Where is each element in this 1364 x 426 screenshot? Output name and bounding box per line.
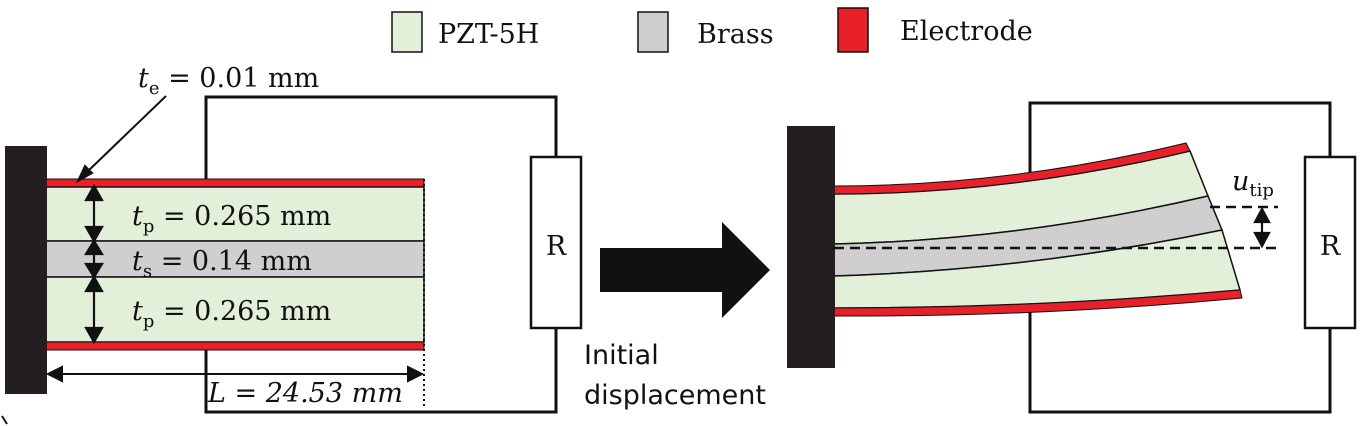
utip-arrow bbox=[1253, 206, 1271, 249]
length-label: L = 24.53 mm bbox=[207, 378, 403, 409]
right-resistor bbox=[1303, 155, 1357, 330]
ts-arrow bbox=[84, 238, 104, 280]
big-arrow-icon bbox=[600, 222, 770, 318]
legend-swatch-pzt bbox=[391, 11, 423, 53]
undeformed-beam: R tp = 0.265 mm bbox=[1, 63, 583, 425]
utip-label: utip bbox=[1232, 166, 1274, 201]
tp-bottom-arrow bbox=[84, 274, 104, 345]
left-clamp bbox=[5, 146, 47, 394]
arrow-label-line1: Initial bbox=[584, 340, 659, 371]
tp-top-label: tp = 0.265 mm bbox=[132, 201, 331, 237]
right-bottom-electrode bbox=[833, 289, 1243, 317]
deformed-beam: R utip bbox=[787, 101, 1357, 414]
left-top-electrode bbox=[45, 178, 425, 188]
legend-swatch-brass bbox=[637, 11, 669, 53]
right-clamp bbox=[787, 126, 835, 368]
right-top-electrode bbox=[833, 142, 1191, 195]
legend: PZT-5H Brass Electrode bbox=[391, 7, 1033, 53]
arrow-label-line2: displacement bbox=[584, 380, 766, 411]
right-circuit-wire-top bbox=[1028, 101, 1332, 183]
te-label: te = 0.01 mm bbox=[138, 63, 319, 99]
legend-label-electrode: Electrode bbox=[900, 16, 1033, 47]
left-resistor bbox=[529, 155, 583, 330]
tp-bottom-label: tp = 0.265 mm bbox=[132, 296, 331, 332]
ground-tick bbox=[1, 415, 8, 425]
ts-label: ts = 0.14 mm bbox=[132, 246, 312, 282]
left-resistor-label: R bbox=[546, 231, 567, 262]
te-leader-arrow bbox=[75, 95, 167, 184]
transition-arrow: Initial displacement bbox=[584, 222, 770, 411]
legend-swatch-electrode bbox=[837, 7, 869, 53]
right-circuit-wire-bottom bbox=[1028, 300, 1332, 414]
left-top-pzt-layer bbox=[45, 186, 425, 242]
tp-top-arrow bbox=[84, 183, 104, 244]
legend-label-brass: Brass bbox=[697, 19, 774, 50]
left-circuit-wire-bottom bbox=[204, 328, 558, 414]
left-bottom-electrode bbox=[45, 341, 425, 351]
left-circuit-wire-top bbox=[204, 95, 558, 183]
legend-label-pzt: PZT-5H bbox=[438, 19, 539, 50]
right-resistor-label: R bbox=[1320, 231, 1341, 262]
length-dimension-arrow bbox=[45, 365, 425, 383]
